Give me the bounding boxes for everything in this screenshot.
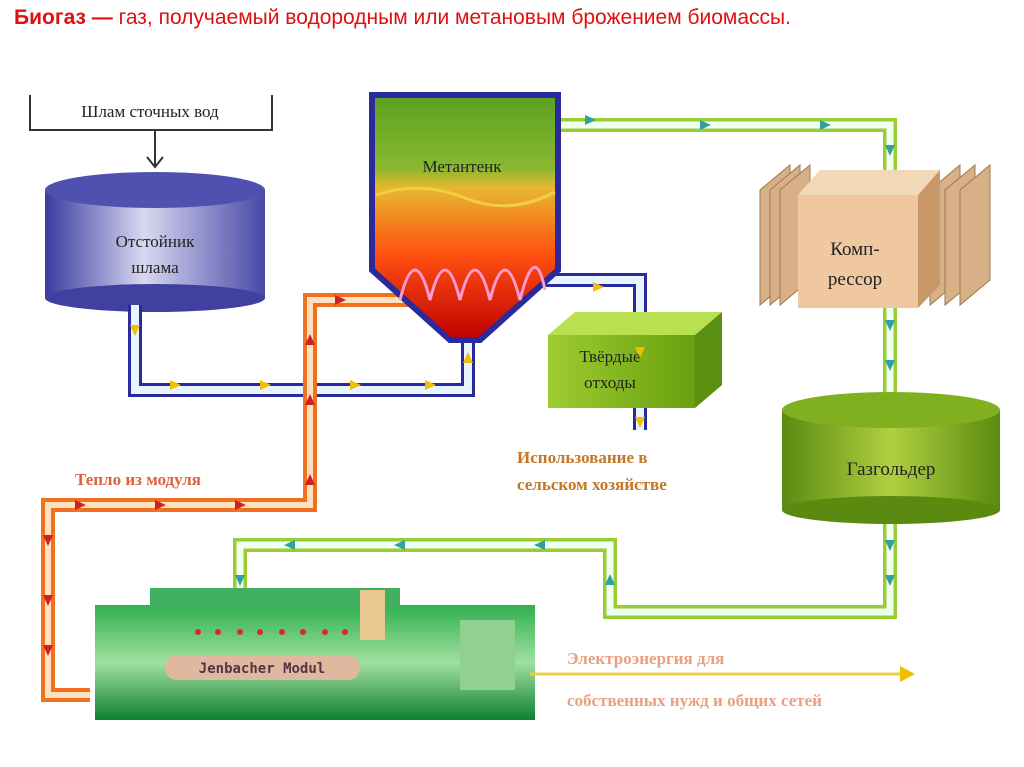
- flow-arrow-icon: [43, 535, 53, 546]
- flow-arrow-icon: [585, 115, 596, 125]
- flow-arrow-icon: [305, 334, 315, 345]
- flow-arrow-icon: [305, 394, 315, 405]
- settler-label-line1: Отстойник: [116, 232, 195, 251]
- flow-arrow-icon: [305, 474, 315, 485]
- flow-arrows: [43, 115, 895, 656]
- flow-arrow-icon: [260, 380, 271, 390]
- flow-arrow-icon: [43, 645, 53, 656]
- settler-label-line2: шлама: [131, 258, 179, 277]
- solid-waste: Твёрдые отходы: [548, 312, 722, 408]
- flow-arrow-icon: [534, 540, 545, 550]
- flow-arrow-icon: [75, 500, 86, 510]
- flow-arrow-icon: [885, 320, 895, 331]
- compressor-label-line2: рессор: [828, 269, 882, 290]
- sludge-inlet-label: Шлам сточных вод: [81, 102, 219, 121]
- agri-use-label-line1: Использование в: [517, 448, 647, 467]
- gasholder: Газгольдер: [782, 392, 1000, 524]
- flow-arrow-icon: [425, 380, 436, 390]
- electricity-label-line2: собственных нужд и общих сетей: [567, 691, 822, 710]
- agri-use-label-line2: сельском хозяйстве: [517, 475, 667, 494]
- flow-arrow-icon: [635, 417, 645, 428]
- flow-arrow-icon: [235, 500, 246, 510]
- flow-arrow-icon: [885, 540, 895, 551]
- flow-arrow-icon: [700, 120, 711, 130]
- title-rest: газ, получаемый водородным или метановым…: [112, 6, 791, 29]
- flow-arrow-icon: [350, 380, 361, 390]
- flow-arrow-icon: [820, 120, 831, 130]
- compressor: Комп- рессор: [759, 163, 991, 308]
- flow-arrow-icon: [284, 540, 295, 550]
- flow-arrow-icon: [885, 360, 895, 371]
- solid-waste-label-line1: Твёрдые: [579, 347, 640, 366]
- flow-arrow-icon: [885, 145, 895, 156]
- flow-arrow-icon: [593, 282, 604, 292]
- sludge-settler: Отстойник шлама: [45, 172, 265, 312]
- title-bold: Биогаз —: [14, 6, 113, 29]
- flow-arrow-icon: [155, 500, 166, 510]
- solid-waste-label-line2: отходы: [584, 373, 636, 392]
- flow-arrow-icon: [130, 325, 140, 336]
- flow-arrow-icon: [170, 380, 181, 390]
- sludge-inlet: Шлам сточных вод: [29, 95, 273, 169]
- flow-arrow-icon: [43, 595, 53, 606]
- flow-arrow-icon: [885, 575, 895, 586]
- digester-label: Метантенк: [422, 157, 502, 176]
- page-title: Биогаз — газ, получаемый водородным или …: [14, 6, 791, 30]
- flow-arrow-icon: [635, 347, 645, 358]
- flow-arrow-icon: [605, 574, 615, 585]
- flow-arrow-icon: [235, 575, 245, 586]
- digester: Метантенк: [369, 92, 561, 343]
- heat-label: Тепло из модуля: [75, 470, 201, 489]
- gasholder-label: Газгольдер: [847, 459, 936, 480]
- electricity-label-line1: Электроэнергия для: [567, 649, 724, 668]
- engine-module: Jenbacher Modul: [95, 588, 535, 720]
- electricity-output: Электроэнергия для собственных нужд и об…: [530, 649, 915, 710]
- flow-arrow-icon: [394, 540, 405, 550]
- flow-arrow-icon: [463, 352, 473, 363]
- flow-arrow-icon: [335, 295, 346, 305]
- compressor-label-line1: Комп-: [830, 239, 879, 260]
- heat-pipe: [41, 293, 410, 702]
- engine-label: Jenbacher Modul: [199, 661, 325, 677]
